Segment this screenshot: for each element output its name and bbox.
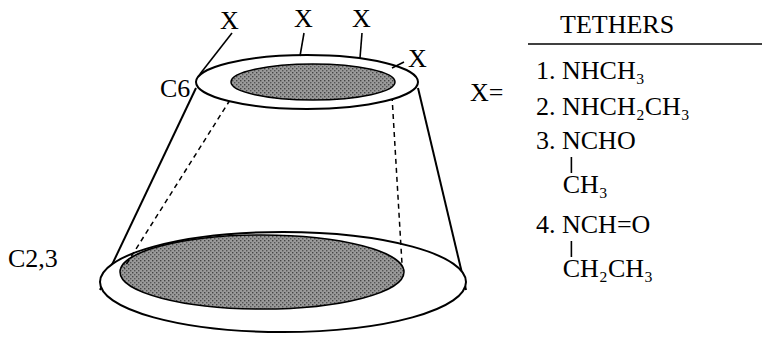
position-label: C6 bbox=[160, 76, 190, 102]
substituent-x: X bbox=[408, 46, 427, 72]
substituent-x: X bbox=[220, 8, 239, 34]
tether-formula: CH₂CH₃ bbox=[563, 256, 653, 282]
tether-formula: 4. NCH=O bbox=[536, 212, 650, 238]
tether-formula: 2. NHCH₂CH₃ bbox=[536, 94, 690, 120]
tether-formula: 3. NCHO bbox=[536, 128, 636, 154]
bond-line bbox=[571, 241, 573, 257]
substituent-x: X bbox=[352, 6, 371, 32]
tether-formula: CH₃ bbox=[563, 172, 608, 198]
substituent-x: X bbox=[294, 6, 313, 32]
position-label: C2,3 bbox=[8, 246, 58, 272]
definition-label: X= bbox=[470, 80, 503, 106]
tether-formula: 1. NHCH₃ bbox=[536, 58, 645, 84]
bond-line bbox=[571, 157, 573, 173]
table-heading: TETHERS bbox=[560, 12, 674, 38]
